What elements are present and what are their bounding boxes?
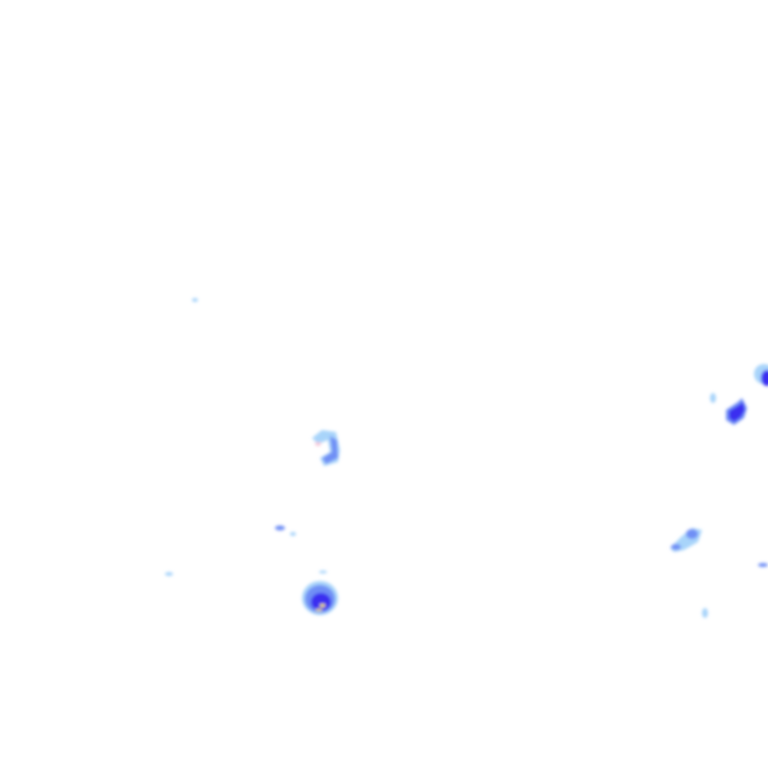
precip-cell: [290, 532, 296, 536]
precip-cell: [312, 430, 340, 466]
precip-cell: [165, 572, 173, 576]
precip-cell: [302, 581, 338, 615]
precip-cell: [726, 398, 747, 425]
precip-cell: [710, 393, 716, 403]
precip-cell: [275, 525, 285, 531]
precip-cell: [754, 364, 768, 386]
precip-cell: [758, 563, 768, 567]
precip-cell: [192, 298, 198, 302]
precip-cell: [319, 570, 327, 574]
precip-cell: [702, 608, 708, 618]
precip-cell: [670, 528, 702, 552]
